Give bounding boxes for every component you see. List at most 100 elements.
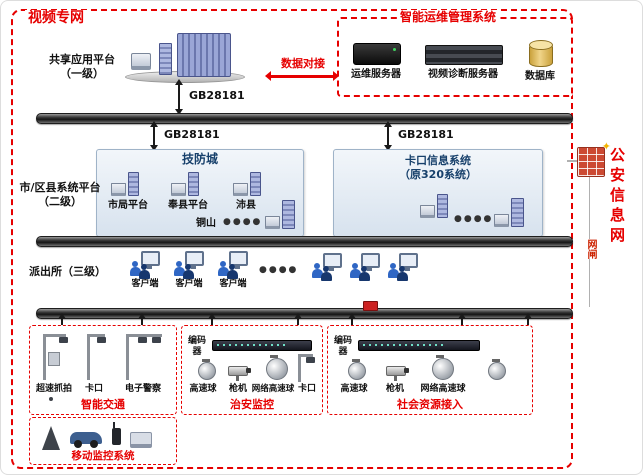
bullet-camera-icon — [386, 366, 409, 381]
kk-ellipsis: ●●●● — [454, 214, 494, 224]
jifangcheng-box: 技防城 市局平台 奉县平台 沛县 铜山 ●●●● — [96, 149, 304, 237]
mini-tower-icon — [128, 172, 139, 196]
bus-bar-2 — [36, 236, 573, 247]
ops-server-icon — [353, 43, 401, 65]
database-label: 数据库 — [525, 71, 555, 82]
person-icon — [183, 264, 194, 279]
clients-ellipsis: ●●●● — [259, 265, 299, 275]
level2-label-line1: 市/区县系统平台 — [19, 181, 101, 194]
e-police-icon — [124, 332, 166, 380]
laptop-icon — [130, 432, 152, 448]
data-link-arrow — [265, 71, 339, 81]
client-icon — [388, 253, 418, 281]
network-dome-camera-icon — [266, 355, 288, 380]
ops-system-title: 智能运维管理系统 — [397, 10, 500, 25]
person-icon — [130, 261, 141, 276]
mini-tower-icon — [511, 198, 524, 227]
person-icon — [227, 264, 238, 279]
encoder-icon — [358, 340, 480, 351]
checkpoint-camera-icon — [296, 352, 318, 382]
bullet-label: 枪机 — [228, 384, 247, 394]
person-icon — [139, 264, 150, 279]
dome-camera-icon — [348, 359, 366, 380]
person-icon — [174, 261, 185, 276]
security-box: 编码器 高速球 枪机 网络高速球 卡口 治安监控 — [181, 325, 323, 415]
dome-label: 高速球 — [340, 384, 368, 394]
e-police-label: 电子警察 — [124, 384, 161, 394]
gb28181-arrow-1 — [175, 79, 183, 115]
gate-connector-line — [567, 160, 577, 162]
mini-laptop-icon — [420, 205, 435, 218]
checkpoint-system-box: 卡口信息系统 （原320系统） ●●●● — [333, 149, 543, 237]
gb28181-label-2: GB28181 — [164, 128, 220, 141]
mini-laptop-icon — [494, 214, 509, 227]
person-icon — [397, 266, 408, 281]
client-item: 客户端 — [127, 251, 163, 290]
social-box-title: 社会资源接入 — [397, 398, 463, 412]
monitor-icon — [399, 253, 418, 271]
speed-capture-icon — [40, 332, 70, 380]
pei-platform-label: 沛县 — [236, 200, 256, 211]
level3-label: 派出所（三级） — [29, 265, 106, 278]
bus-bar-1 — [36, 113, 573, 124]
person-icon — [312, 263, 323, 278]
checkpoint-title-line1: 卡口信息系统 — [405, 154, 471, 167]
checkpoint-label: 卡口 — [84, 384, 103, 394]
level2-label-line2: （二级） — [38, 194, 82, 208]
mini-tower-icon — [188, 172, 199, 196]
laptop-icon — [131, 53, 151, 70]
social-box: 编码器 高速球 枪机 网络高速球 社会资源接入 — [327, 325, 533, 415]
dome-camera-icon — [198, 359, 216, 380]
monitor-icon — [361, 253, 380, 271]
person-icon — [388, 263, 399, 278]
city-platform-label: 市局平台 — [108, 200, 148, 211]
external-network-label: 公安信息网 — [608, 147, 626, 247]
security-box-title: 治安监控 — [230, 398, 274, 412]
tongshan-label: 铜山 — [196, 218, 216, 229]
bullet-camera-icon — [228, 366, 251, 381]
checkpoint-label: 卡口 — [297, 384, 316, 394]
mini-laptop-icon — [265, 216, 280, 229]
patrol-car-icon — [70, 432, 102, 448]
mobile-box-title: 移动监控系统 — [71, 449, 135, 462]
mini-tower-icon — [437, 194, 448, 218]
jfc-ellipsis: ●●●● — [223, 217, 263, 227]
client-label: 客户端 — [175, 279, 203, 289]
database-icon — [529, 40, 553, 67]
mini-laptop-icon — [111, 183, 126, 196]
client-item: 客户端 — [171, 251, 207, 290]
mobile-box: 移动监控系统 — [29, 397, 177, 465]
page-title: 视频专网 — [25, 10, 87, 28]
dome-label: 高速球 — [189, 384, 217, 394]
encoder-icon — [212, 340, 312, 351]
firewall-icon — [577, 140, 611, 177]
level1-label: 共享应用平台 （一级） — [37, 53, 127, 81]
checkpoint-title-line2: （原320系统） — [399, 168, 477, 181]
network-dome-label: 网络高速球 — [420, 384, 466, 394]
person-icon — [350, 263, 361, 278]
more-platform-icon — [265, 200, 295, 229]
diagnosis-server-label: 视频诊断服务器 — [428, 69, 498, 80]
gb28181-arrow-3 — [384, 121, 392, 151]
handheld-radio-icon — [112, 422, 121, 445]
rack-server-icon — [425, 45, 503, 65]
bus-bar-3 — [36, 308, 573, 319]
level2-label: 市/区县系统平台 （二级） — [13, 181, 107, 209]
monitor-icon — [323, 253, 342, 271]
gate-label: 网闸 — [580, 239, 601, 259]
feng-platform-label: 奉县平台 — [168, 200, 208, 211]
gb28181-arrow-2 — [150, 121, 158, 151]
client-item — [347, 253, 383, 281]
person-icon — [359, 266, 370, 281]
person-icon — [321, 266, 332, 281]
checkpoint-camera-icon — [84, 332, 110, 380]
city-platform-icon — [111, 172, 139, 196]
mini-tower-icon — [282, 200, 295, 229]
checkpoint-server-icon — [420, 194, 448, 218]
antenna-icon — [42, 397, 60, 450]
checkpoint-server-icon-2 — [494, 198, 524, 227]
encoder-label: 编码器 — [187, 336, 206, 358]
gb28181-label-3: GB28181 — [398, 128, 454, 141]
client-item — [385, 253, 421, 281]
client-icon — [218, 251, 248, 279]
